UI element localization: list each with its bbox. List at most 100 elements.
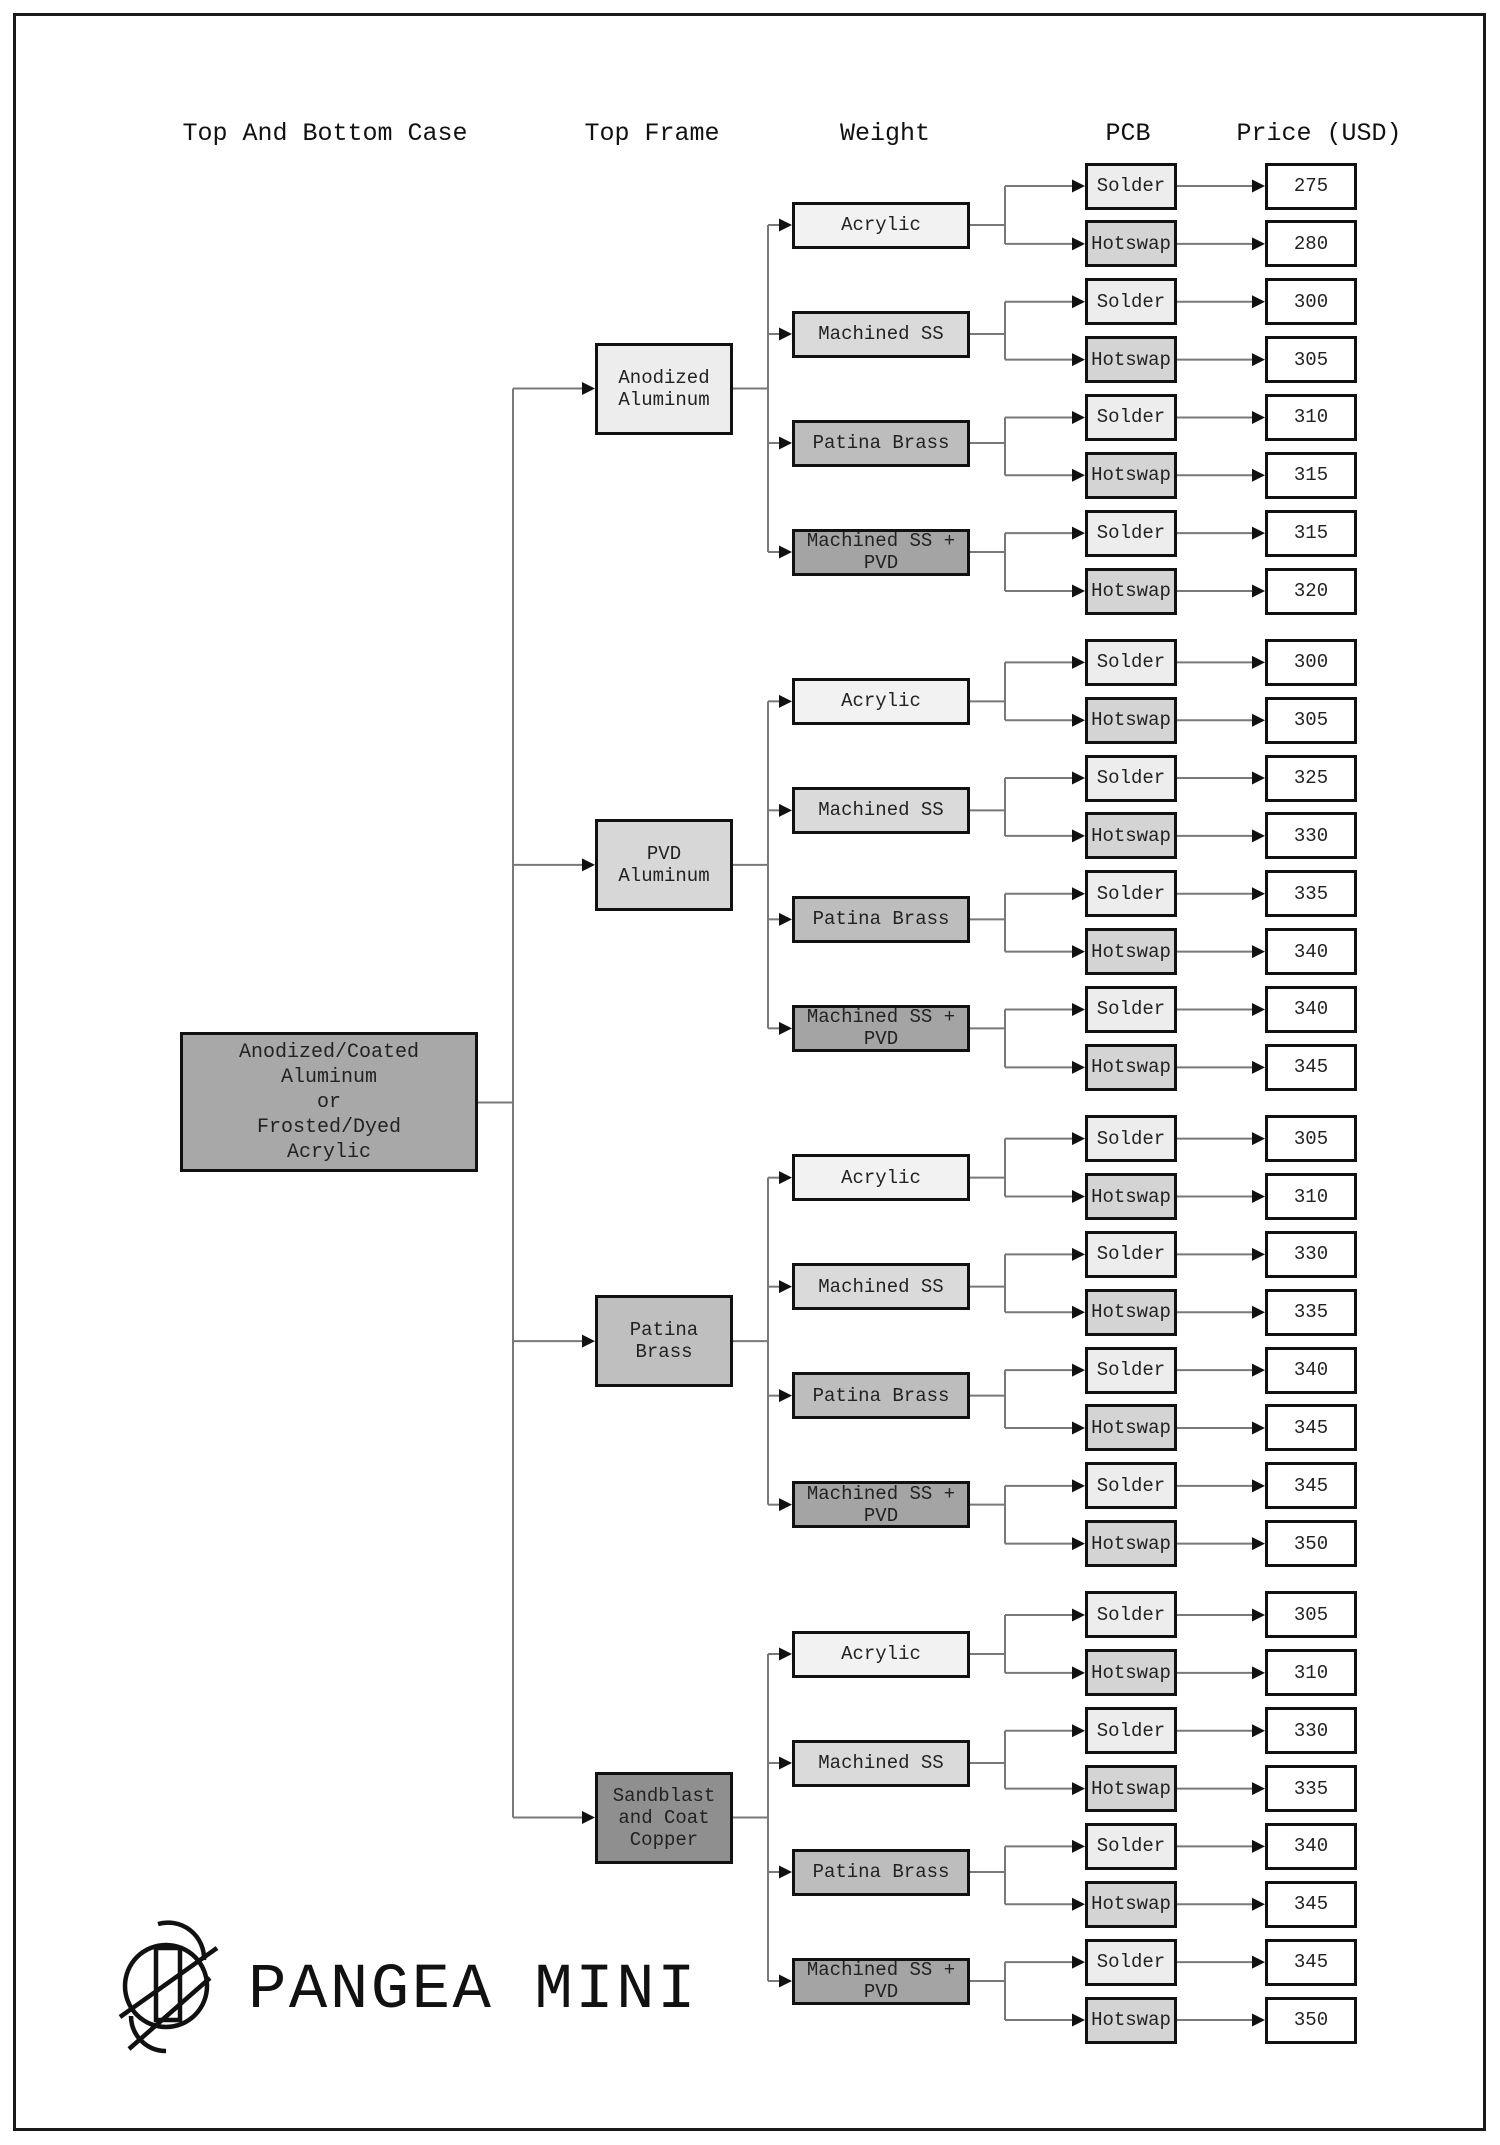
arrowhead-icon — [1072, 655, 1085, 669]
price-node-label: 335 — [1293, 882, 1329, 905]
arrowhead-icon — [1072, 1724, 1085, 1738]
weight-node-label: PVD — [863, 552, 899, 574]
arrowhead-icon — [1072, 353, 1085, 367]
arrowhead-icon — [1072, 1132, 1085, 1146]
pcb-node-label: Solder — [1096, 406, 1166, 429]
pcb-node: Hotswap — [1085, 1173, 1177, 1221]
weight-node-label: Patina Brass — [812, 432, 950, 454]
frame-node-label: and Coat — [618, 1806, 710, 1829]
arrowhead-icon — [779, 1865, 792, 1879]
pcb-node-label: Solder — [1096, 1835, 1166, 1858]
pcb-node-label: Hotswap — [1091, 580, 1171, 603]
price-node-label: 310 — [1293, 406, 1329, 429]
weight-node-label: Acrylic — [841, 690, 921, 713]
arrowhead-icon — [779, 803, 792, 817]
price-node: 335 — [1265, 870, 1357, 918]
price-node-label: 305 — [1293, 1127, 1329, 1150]
price-node: 345 — [1265, 1043, 1357, 1091]
price-node: 315 — [1265, 451, 1357, 499]
arrowhead-icon — [779, 545, 792, 559]
pcb-node: Hotswap — [1085, 1765, 1177, 1813]
page-border — [13, 13, 1486, 2131]
arrowhead-icon — [1252, 1132, 1265, 1146]
arrowhead-icon — [1072, 1479, 1085, 1493]
weight-node-label: Machined SS — [818, 1275, 944, 1298]
arrowhead-icon — [779, 1280, 792, 1294]
pcb-node: Solder — [1085, 1822, 1177, 1870]
arrowhead-icon — [1252, 655, 1265, 669]
price-node: 340 — [1265, 928, 1357, 976]
price-node-label: 315 — [1293, 522, 1329, 545]
arrowhead-icon — [1252, 1305, 1265, 1319]
price-node: 310 — [1265, 1173, 1357, 1221]
price-node-label: 340 — [1293, 1359, 1329, 1382]
pcb-node-label: Hotswap — [1091, 1416, 1171, 1439]
pcb-node-label: Solder — [1096, 522, 1166, 545]
price-node-label: 280 — [1293, 232, 1329, 255]
pcb-node: Hotswap — [1085, 1996, 1177, 2044]
arrowhead-icon — [779, 327, 792, 341]
price-node-label: 300 — [1293, 651, 1329, 674]
arrowhead-icon — [1072, 295, 1085, 309]
weight-node-label: Patina Brass — [812, 1861, 950, 1883]
arrowhead-icon — [1252, 1421, 1265, 1435]
arrowhead-icon — [1252, 1479, 1265, 1493]
pcb-node: Hotswap — [1085, 1043, 1177, 1091]
weight-node: Acrylic — [792, 1630, 970, 1678]
price-node-label: 315 — [1293, 464, 1329, 487]
price-node-label: 340 — [1293, 1835, 1329, 1858]
arrowhead-icon — [1252, 1897, 1265, 1911]
pcb-node-label: Hotswap — [1091, 2009, 1171, 2031]
brand-logo-icon — [118, 1920, 219, 2054]
price-node-label: 305 — [1293, 348, 1329, 371]
column-header-case: Top And Bottom Case — [182, 119, 468, 148]
pcb-node-label: Solder — [1096, 1127, 1166, 1150]
price-node: 340 — [1265, 1346, 1357, 1394]
arrowhead-icon — [1252, 237, 1265, 251]
arrowhead-icon — [1072, 771, 1085, 785]
pcb-node: Hotswap — [1085, 1880, 1177, 1928]
arrowhead-icon — [1072, 1782, 1085, 1796]
price-node-label: 350 — [1293, 2009, 1329, 2031]
frame-node-label: Aluminum — [618, 388, 710, 411]
price-node: 350 — [1265, 1520, 1357, 1568]
case-node-label: Anodized/Coated — [238, 1040, 420, 1064]
price-node-label: 340 — [1293, 998, 1329, 1021]
column-header-top-frame: Top Frame — [584, 119, 720, 148]
price-node-label: 345 — [1293, 1893, 1329, 1916]
weight-node-label: Machined SS + — [806, 1006, 956, 1029]
pcb-node-label: Solder — [1096, 998, 1166, 1021]
pcb-node-label: Solder — [1096, 882, 1166, 905]
case-node-label: Acrylic — [286, 1140, 371, 1164]
pcb-node: Solder — [1085, 1938, 1177, 1986]
price-node: 330 — [1265, 1707, 1357, 1755]
pcb-node-label: Hotswap — [1091, 1056, 1171, 1079]
pcb-node: Hotswap — [1085, 812, 1177, 860]
pcb-node: Solder — [1085, 1591, 1177, 1639]
pcb-node-label: Hotswap — [1091, 232, 1171, 255]
weight-node-label: Machined SS + — [806, 530, 956, 552]
arrowhead-icon — [779, 436, 792, 450]
arrowhead-icon — [1252, 2013, 1265, 2027]
weight-node: Acrylic — [792, 677, 970, 725]
pcb-node-label: Hotswap — [1091, 464, 1171, 487]
pcb-node: Hotswap — [1085, 567, 1177, 615]
price-node-label: 345 — [1293, 1416, 1329, 1439]
pcb-node: Solder — [1085, 1346, 1177, 1394]
pcb-node-label: Solder — [1096, 1474, 1166, 1497]
weight-node-label: PVD — [863, 1504, 899, 1527]
column-header-weight: Weight — [839, 119, 931, 148]
weight-node-label: PVD — [863, 1981, 899, 2003]
frame-node-label: PVD — [646, 842, 682, 865]
arrowhead-icon — [1252, 1782, 1265, 1796]
case-node-label: Frosted/Dyed — [256, 1115, 402, 1139]
price-node: 275 — [1265, 162, 1357, 210]
brand-name: PANGEA MINI — [248, 1955, 698, 2027]
arrowhead-icon — [1252, 179, 1265, 193]
weight-node: Machined SS +PVD — [792, 1481, 970, 1529]
price-node: 345 — [1265, 1404, 1357, 1452]
